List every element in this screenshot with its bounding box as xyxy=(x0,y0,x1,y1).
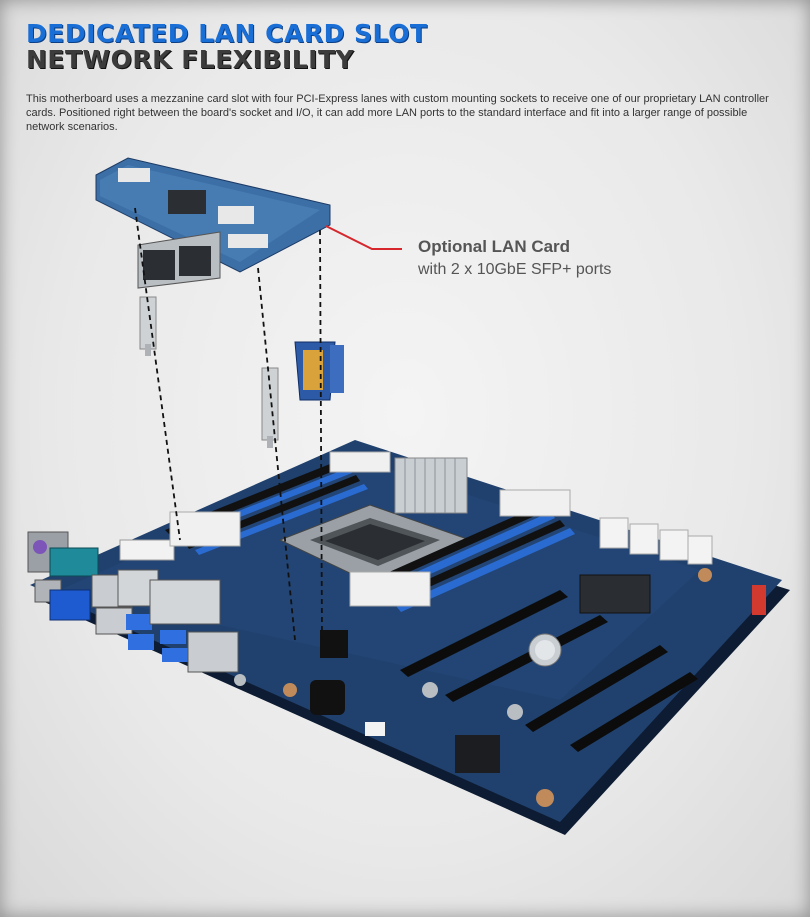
page-title: DEDICATED LAN CARD SLOT xyxy=(26,19,428,48)
motherboard xyxy=(27,440,790,835)
mezzanine-connector xyxy=(294,341,344,401)
alignment-guides xyxy=(134,207,323,641)
pcie-slots xyxy=(400,590,698,752)
io-panel xyxy=(27,531,239,673)
page-subtitle: NETWORK FLEXIBILITY xyxy=(26,45,355,74)
intro-paragraph: This motherboard uses a mezzanine card s… xyxy=(26,93,769,133)
callout-subtitle: with 2 x 10GbE SFP+ ports xyxy=(418,261,612,278)
board-components xyxy=(234,568,766,807)
callout-leader-line xyxy=(325,225,402,250)
sfp-port-cages xyxy=(137,231,221,289)
callout-title: Optional LAN Card xyxy=(418,237,571,256)
heatsink xyxy=(394,457,468,514)
dimm-slots-left xyxy=(165,451,391,555)
lan-card xyxy=(95,157,331,289)
chipset-heatsink xyxy=(579,574,651,614)
dimm-slots-right xyxy=(349,489,575,612)
power-connectors xyxy=(599,517,713,565)
standoffs xyxy=(139,296,279,448)
